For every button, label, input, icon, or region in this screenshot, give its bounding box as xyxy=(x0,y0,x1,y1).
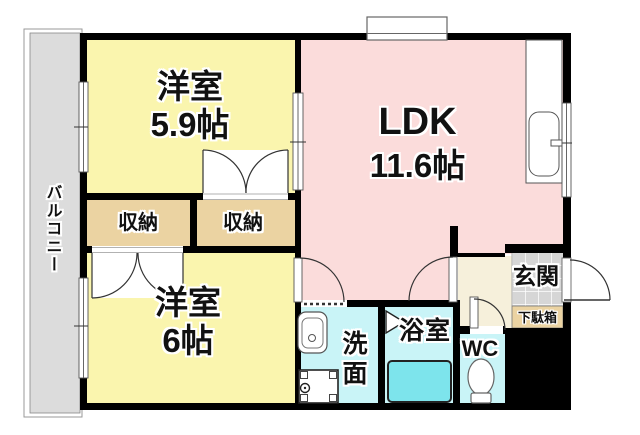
kitchen-faucet-icon xyxy=(550,139,563,147)
bedroom-top-size: 5.9帖 xyxy=(150,106,230,144)
window-bedroom-top-left xyxy=(74,81,89,173)
bedroom-bottom-size: 6帖 xyxy=(162,322,214,360)
window-bedroom-bottom-left xyxy=(74,277,89,379)
bedroom-top-name: 洋室 xyxy=(157,68,223,105)
closet-right-doors xyxy=(202,149,289,200)
label-wc: WC xyxy=(461,336,499,361)
washing-machine-icon xyxy=(298,369,339,404)
label-balcony: バルコニー xyxy=(43,184,61,274)
label-entrance: 玄関 xyxy=(513,263,559,289)
label-bedroom-bottom: 洋室 6帖 xyxy=(88,284,288,361)
door-ldk-washroom xyxy=(293,257,347,307)
label-closet-left: 収納 xyxy=(118,212,158,234)
ldk-size: 11.6帖 xyxy=(369,147,466,185)
room-entrance-tiles xyxy=(512,252,563,306)
door-wc xyxy=(469,296,506,334)
door-ldk-hall xyxy=(408,256,458,303)
window-ldk-top xyxy=(366,16,448,41)
walls xyxy=(80,33,571,410)
kitchen-counter xyxy=(525,39,563,184)
bedroom-bottom-name: 洋室 xyxy=(155,284,221,321)
washbasin-icon xyxy=(297,311,328,354)
balcony-area xyxy=(29,32,81,414)
toilet-icon xyxy=(467,358,495,404)
room-closet-right xyxy=(197,200,295,246)
bathtub xyxy=(387,360,452,403)
ldk-name: LDK xyxy=(378,101,457,143)
closet-left-doors xyxy=(91,246,184,299)
label-bedroom-top: 洋室 5.9帖 xyxy=(90,68,290,145)
room-closet-left xyxy=(87,200,190,246)
label-ldk: LDK 11.6帖 xyxy=(310,100,525,185)
door-entrance xyxy=(561,257,611,303)
label-closet-right: 収納 xyxy=(223,212,263,234)
bath-door-icon xyxy=(385,309,406,335)
room-ldk-lower xyxy=(301,254,450,300)
room-ldk xyxy=(301,40,563,254)
sliding-door-bedroom-ldk xyxy=(290,92,306,191)
label-shoe-cabinet: 下駄箱 xyxy=(517,310,557,325)
label-bathroom: 浴室 xyxy=(398,317,451,345)
label-washroom: 洗面 xyxy=(339,330,367,390)
